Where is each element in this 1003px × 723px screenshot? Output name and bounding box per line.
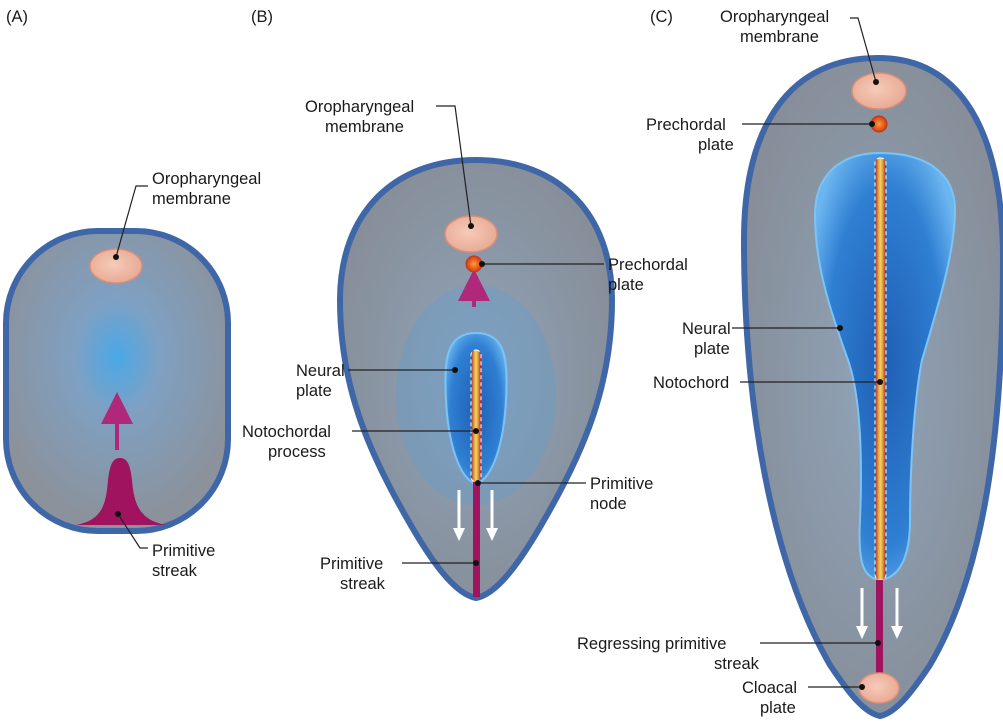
panel-a-streak-dot: [115, 511, 121, 517]
panel-a-oropharyngeal-dot: [113, 254, 119, 260]
panel-c-neural-label-1: Neural: [682, 320, 731, 338]
panel-c-neural-dot: [837, 325, 843, 331]
panel-b-node-label-2: node: [590, 495, 627, 513]
panel-c-prechordal-label-2: plate: [698, 136, 734, 154]
panel-b-oropharyngeal-shape: [445, 216, 497, 252]
panel-a-streak-label-2: streak: [152, 562, 198, 580]
panel-b-neural-label-2: plate: [296, 382, 332, 400]
panel-b-notochordal-dot: [473, 428, 479, 434]
panel-c-neural-label-2: plate: [694, 340, 730, 358]
panel-b-streak-dot: [473, 560, 479, 566]
panel-a-label: (A): [6, 8, 28, 26]
panel-c-oropharyngeal-label-2: membrane: [740, 28, 819, 46]
panel-b-label: (B): [251, 8, 273, 26]
panel-c-cloacal-label-1: Cloacal: [742, 679, 797, 697]
panel-b-oropharyngeal-label-1: Oropharyngeal: [305, 98, 414, 116]
panel-b-prechordal-label-1: Prechordal: [608, 256, 688, 274]
panel-a-oropharyngeal-label-1: Oropharyngeal: [152, 170, 261, 188]
panel-b-prechordal-dot: [479, 261, 485, 267]
panel-c-regressing-label-2: streak: [714, 655, 760, 673]
panel-c: (C) Oropharyngeal membrane Prechordal pl…: [577, 8, 1003, 717]
panel-b-neural-label-1: Neural: [296, 362, 345, 380]
panel-b-oropharyngeal-label-2: membrane: [325, 118, 404, 136]
panel-c-regressing-dot: [875, 640, 881, 646]
panel-b-notochordal-label-1: Notochordal: [242, 423, 331, 441]
panel-b: (B) Oropharyngeal membrane Prechordal pl…: [242, 8, 688, 598]
panel-c-streak-shape: [876, 580, 883, 680]
panel-b-notochordal-label-2: process: [268, 443, 326, 461]
panel-c-label: (C): [650, 8, 673, 26]
panel-b-neural-dot: [452, 367, 458, 373]
panel-c-oropharyngeal-shape: [852, 73, 906, 109]
panel-b-oropharyngeal-dot: [468, 223, 474, 229]
panel-c-regressing-label-1: Regressing primitive: [577, 635, 726, 653]
panel-b-node-label-1: Primitive: [590, 475, 653, 493]
panel-c-notochord-shape: [875, 158, 886, 580]
panel-c-cloacal-dot: [859, 684, 865, 690]
panel-b-notochordal-shape: [471, 350, 481, 482]
panel-c-notochord-label: Notochord: [653, 374, 729, 392]
panel-b-streak-shape: [473, 482, 480, 597]
panel-a-streak-label-1: Primitive: [152, 542, 215, 560]
panel-a: (A) Oropharyngeal membrane Primitive str…: [6, 8, 261, 580]
panel-c-prechordal-label-1: Prechordal: [646, 116, 726, 134]
panel-c-oropharyngeal-dot: [873, 79, 879, 85]
panel-b-streak-label-2: streak: [340, 575, 386, 593]
panel-a-oropharyngeal-label-2: membrane: [152, 190, 231, 208]
panel-b-node-dot: [475, 480, 481, 486]
panel-c-cloacal-label-2: plate: [760, 699, 796, 717]
panel-c-prechordal-dot: [869, 121, 875, 127]
panel-b-streak-label-1: Primitive: [320, 555, 383, 573]
panel-c-notochord-dot: [877, 379, 883, 385]
panel-c-cloacal-shape: [859, 673, 899, 703]
panel-b-prechordal-label-2: plate: [608, 276, 644, 294]
panel-c-oropharyngeal-label-1: Oropharyngeal: [720, 8, 829, 26]
